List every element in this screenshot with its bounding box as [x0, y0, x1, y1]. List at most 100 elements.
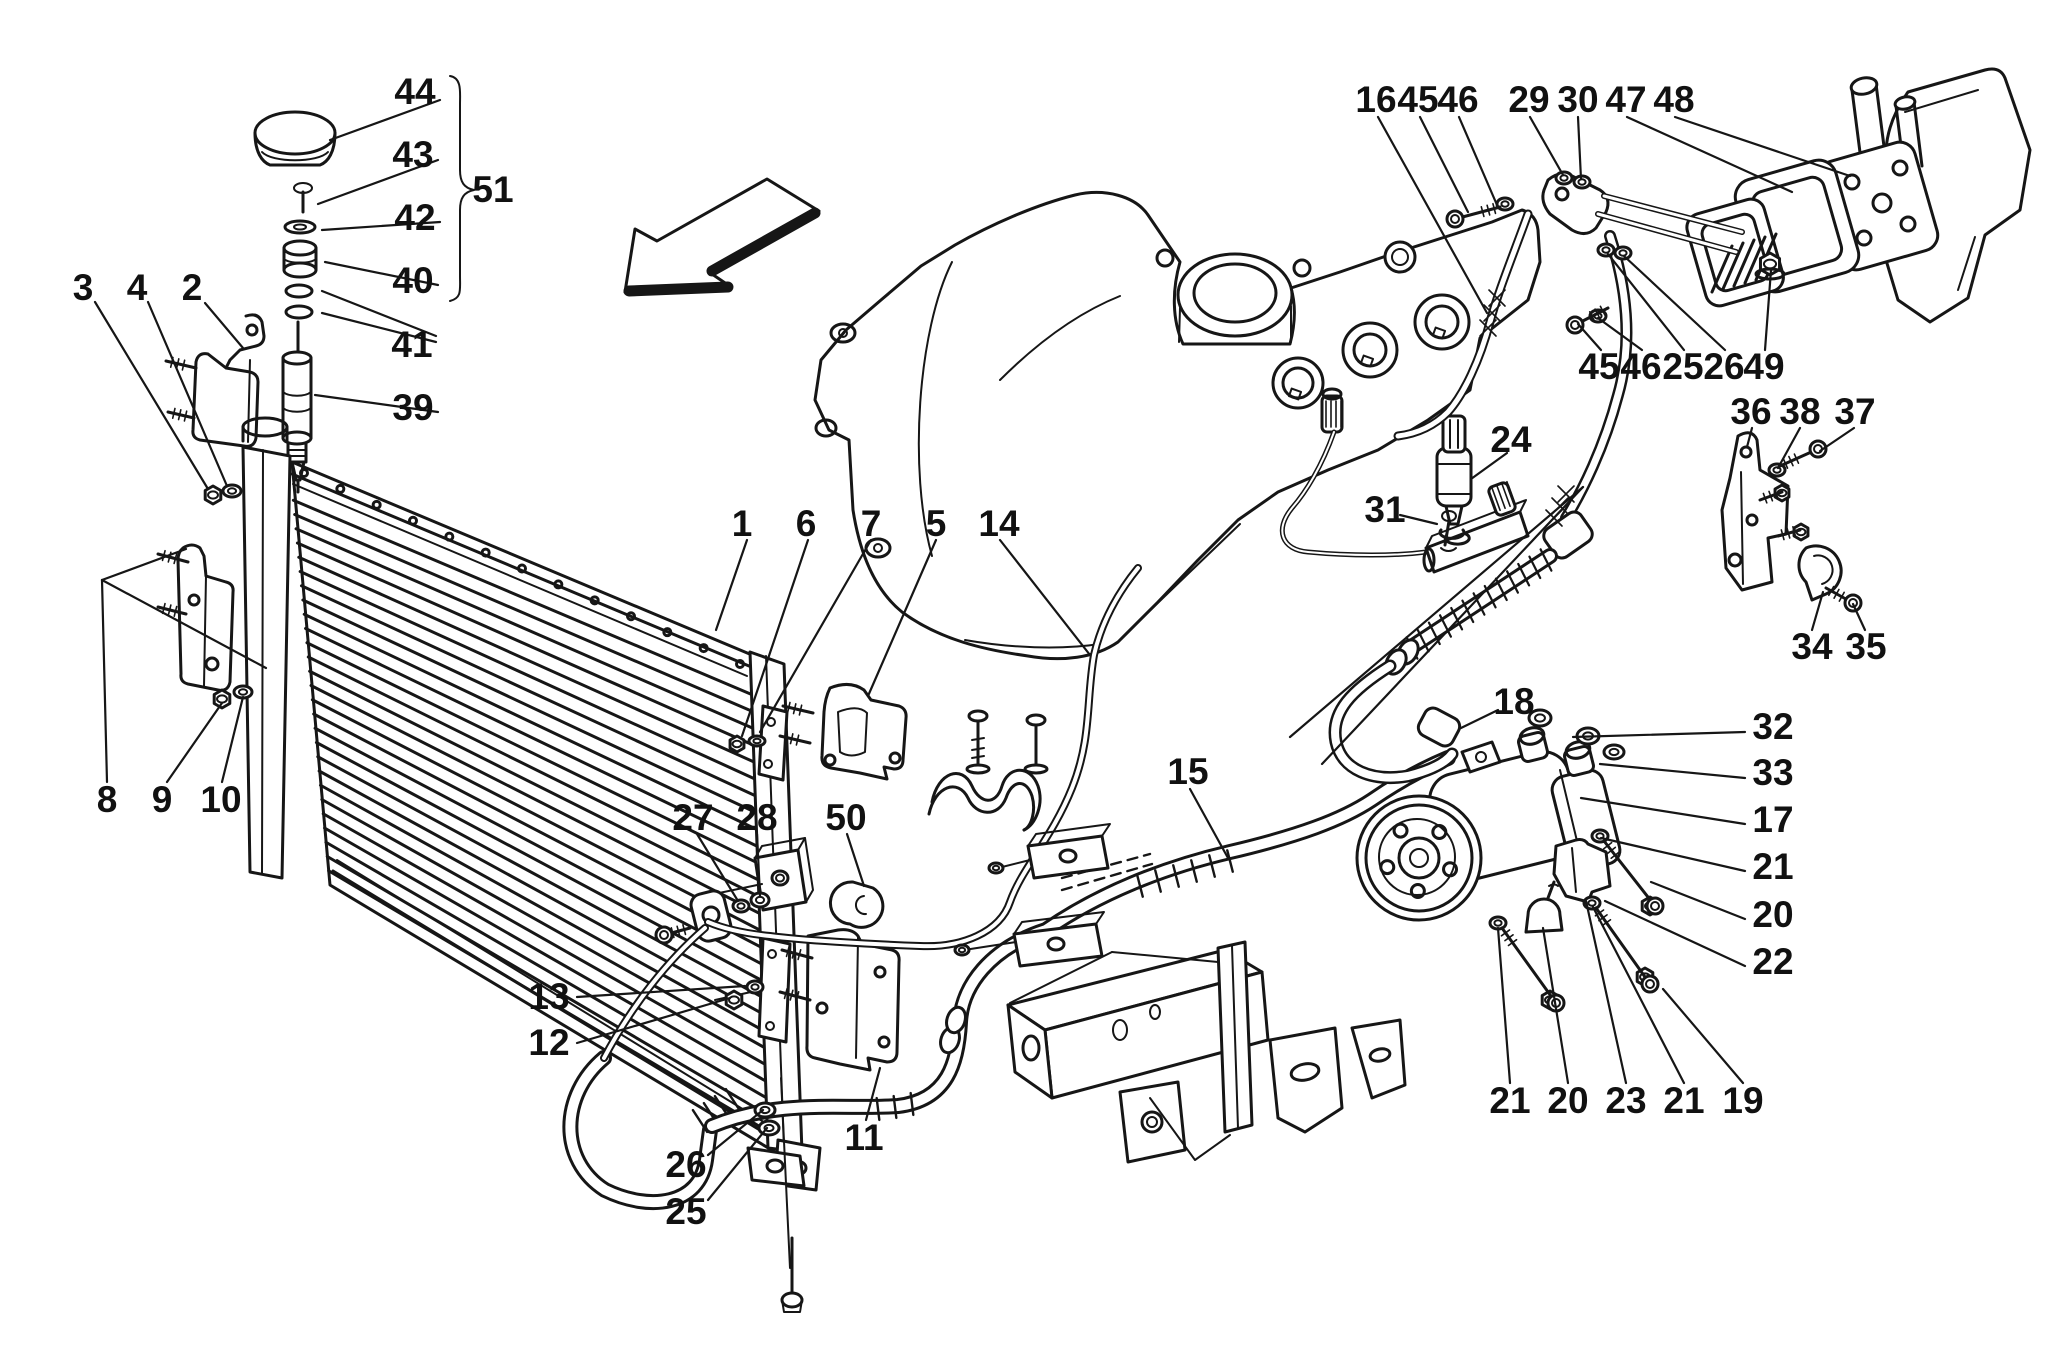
bolt-socket — [1450, 214, 1460, 224]
washer — [1602, 743, 1626, 761]
condenser-fin — [294, 527, 758, 731]
thread-tick — [791, 947, 796, 959]
clamp-34 — [1797, 544, 1843, 602]
nut — [212, 688, 232, 710]
leader-line — [320, 311, 438, 344]
nut-bore — [207, 490, 219, 500]
thread-tick — [167, 604, 172, 616]
rib-tick — [1438, 614, 1453, 638]
mount-bracket-23 — [1552, 838, 1612, 904]
chassis-frame — [1006, 852, 1407, 1164]
thread-tick — [1602, 841, 1613, 850]
leader-line — [1469, 451, 1509, 481]
thread-tick — [1828, 585, 1835, 597]
part-label-6: 6 — [796, 503, 817, 544]
pipe-14 — [704, 564, 1142, 951]
leader-line — [320, 220, 442, 232]
thread-tick — [1610, 851, 1620, 860]
bolt-socket — [659, 930, 669, 940]
washer — [1527, 708, 1553, 728]
part-label-39: 39 — [392, 387, 433, 428]
leader-line — [1661, 987, 1745, 1085]
stud — [778, 734, 812, 745]
part-label-8: 8 — [97, 779, 118, 820]
leader-line — [1320, 485, 1585, 766]
leader-line — [866, 538, 938, 698]
braid-tick — [1483, 304, 1501, 322]
rail-perforation — [662, 627, 673, 638]
thread-tick — [1780, 529, 1785, 541]
washer — [221, 483, 243, 499]
washer-31 — [1438, 528, 1466, 540]
part-label-38: 38 — [1779, 391, 1820, 432]
part-label-34: 34 — [1791, 626, 1833, 667]
leader-line — [740, 538, 810, 738]
part-label-10: 10 — [200, 779, 241, 820]
pulley-hole — [1409, 882, 1426, 899]
leader-line — [316, 158, 440, 206]
leader-line — [1599, 836, 1747, 873]
part-label-31: 31 — [1364, 489, 1405, 530]
washer-bore — [1601, 246, 1611, 254]
part-label-42: 42 — [394, 197, 435, 238]
rib-tick — [1506, 480, 1516, 506]
condenser-fin — [319, 783, 779, 1040]
rail-perforation — [408, 515, 418, 526]
washer — [1572, 174, 1592, 190]
leader-line — [1584, 899, 1628, 1085]
thread-tick — [161, 549, 166, 562]
thread-tick — [1786, 527, 1791, 539]
part-label-49: 49 — [1743, 346, 1784, 387]
pulley-hole — [1442, 861, 1459, 878]
part-label-51: 51 — [472, 169, 513, 210]
pressure-switch-24 — [1435, 414, 1473, 546]
leader-line — [1606, 252, 1686, 352]
nut — [728, 734, 746, 754]
washer-bore — [1500, 200, 1510, 208]
rib-tick — [1190, 859, 1198, 883]
part-label-4: 4 — [127, 267, 148, 308]
leader-line — [100, 578, 268, 670]
leader-line — [575, 984, 747, 999]
stud — [166, 410, 196, 420]
leader-line — [998, 538, 1092, 657]
leader-line — [714, 538, 749, 632]
rib-tick — [1539, 548, 1553, 572]
washer — [1554, 170, 1574, 186]
thread-tick — [1500, 929, 1511, 937]
leader-line — [1528, 115, 1565, 177]
part-label-33: 33 — [1752, 752, 1793, 793]
thread-tick — [1588, 310, 1596, 322]
duct-hatch — [1721, 241, 1745, 291]
part-label-15: 15 — [1167, 751, 1208, 792]
rail-perforation — [299, 468, 309, 478]
mid-hardware — [927, 709, 1111, 968]
bolt-head — [1645, 896, 1665, 916]
washer — [987, 861, 1005, 875]
leader-line — [1459, 708, 1500, 730]
leader-line — [706, 1126, 769, 1202]
rib-tick — [1136, 874, 1144, 898]
rail-perforation — [698, 643, 709, 654]
leader-line — [1571, 730, 1747, 739]
part-label-1: 1 — [732, 503, 753, 544]
leader-line — [320, 289, 438, 338]
part-label-14: 14 — [978, 503, 1020, 544]
rib-tick — [875, 1096, 881, 1122]
part-label-24: 24 — [1490, 419, 1532, 460]
condenser-fin — [317, 769, 778, 1023]
washer — [1596, 242, 1616, 258]
part-label-36: 36 — [1730, 391, 1771, 432]
rib-tick — [1208, 854, 1216, 878]
condenser-fin — [304, 627, 766, 851]
leader-line — [1596, 316, 1644, 352]
rib-tick — [1461, 599, 1475, 624]
thread-tick — [177, 409, 182, 421]
lower-u-hose — [562, 924, 806, 1313]
thread-tick — [789, 989, 794, 1001]
duct-hatch — [1710, 244, 1734, 294]
condenser-fin — [316, 755, 776, 1006]
washer — [1613, 245, 1633, 261]
leader-line — [220, 695, 245, 784]
